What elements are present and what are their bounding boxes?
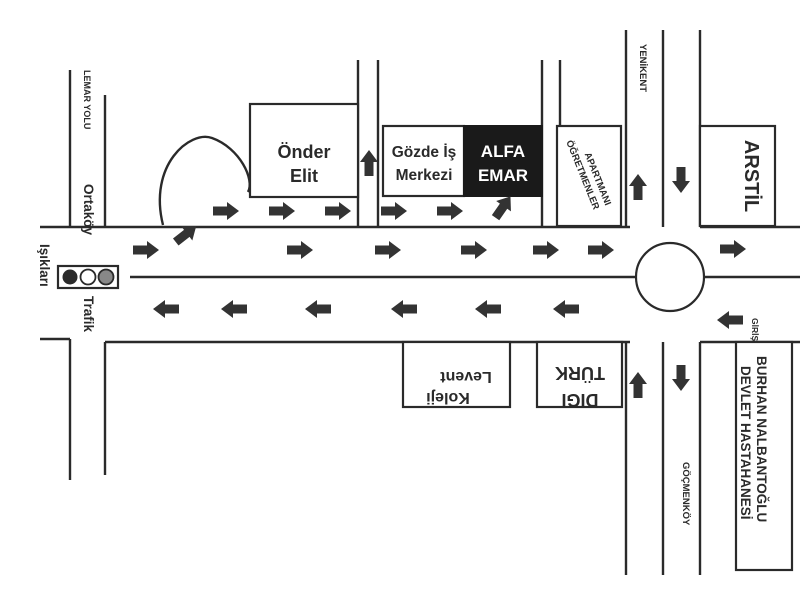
onder-elit-label-2: Elit (290, 166, 318, 186)
gozde-is-merkezi-building (381, 124, 466, 198)
gozde-is-merkezi-label-1: Gözde İş (392, 144, 457, 161)
digi-turk-building (535, 340, 624, 409)
digi-turk-label-2: TÜRK (555, 363, 605, 383)
direction-arrow-icon (133, 241, 159, 259)
direction-arrow-icon (720, 240, 746, 258)
direction-arrow-icon (629, 372, 647, 398)
hospital-label-1: BURHAN NALBANTOĞLU (754, 356, 769, 522)
ortakoy-label: Ortaköy (81, 184, 96, 236)
lemar-yolu-label: LEMAR YOLU (82, 70, 92, 129)
trafik-label: Trafik (81, 296, 96, 333)
roundabout-icon (634, 241, 706, 313)
direction-arrow-icon (533, 241, 559, 259)
onder-elit-building (248, 102, 360, 199)
hospital-label-2: DEVLET HASTAHANESİ (738, 366, 753, 520)
yenikent-label: YENİKENT (637, 44, 648, 92)
direction-arrow-icon (672, 365, 690, 391)
gocmenkoy-label: GÖÇMENKÖY (680, 462, 691, 526)
direction-arrow-icon (672, 167, 690, 193)
u-turn-loop (158, 135, 251, 226)
onder-elit-label-1: Önder (277, 142, 330, 162)
arrows-top-row (213, 202, 463, 220)
traffic-light-icon (56, 264, 120, 290)
direction-arrow-icon (375, 241, 401, 259)
hospital-building (734, 340, 794, 572)
alfa-emar-label-1: ALFA (481, 142, 525, 161)
alfa-emar-label-2: EMAR (478, 166, 528, 185)
traffic-light-amber (79, 268, 97, 286)
levent-koleji-label-1: Levent (440, 368, 492, 385)
direction-arrow-icon (437, 202, 463, 220)
levent-koleji-building (401, 340, 512, 409)
direction-arrow-icon (391, 300, 417, 318)
arstil-label: ARSTİL (740, 140, 763, 212)
direction-arrow-icon (221, 300, 247, 318)
direction-arrow-icon (381, 202, 407, 220)
direction-arrow-icon (305, 300, 331, 318)
direction-arrow-icon (360, 150, 378, 176)
giris-label: GİRİŞ (750, 318, 760, 341)
direction-arrow-icon (553, 300, 579, 318)
ogretmenler-apartmani-building (555, 124, 623, 228)
direction-arrow-icon (170, 218, 202, 250)
direction-arrow-icon (325, 202, 351, 220)
gozde-is-merkezi-label-2: Merkezi (396, 167, 453, 184)
direction-arrow-icon (629, 174, 647, 200)
direction-arrow-icon (287, 241, 313, 259)
direction-arrow-icon (269, 202, 295, 220)
direction-arrow-icon (717, 311, 743, 329)
isiklari-label: Işıkları (37, 244, 52, 287)
direction-arrow-icon (588, 241, 614, 259)
levent-koleji-label-2: Koleji (426, 389, 470, 406)
traffic-light-red (62, 269, 78, 285)
alfa-emar-building (463, 125, 543, 197)
direction-arrow-icon (475, 300, 501, 318)
direction-arrow-icon (153, 300, 179, 318)
direction-arrow-icon (461, 241, 487, 259)
traffic-light-green (97, 268, 115, 286)
direction-arrow-icon (213, 202, 239, 220)
digi-turk-label-1: DIGI (561, 390, 598, 410)
arstil-building (698, 124, 777, 228)
